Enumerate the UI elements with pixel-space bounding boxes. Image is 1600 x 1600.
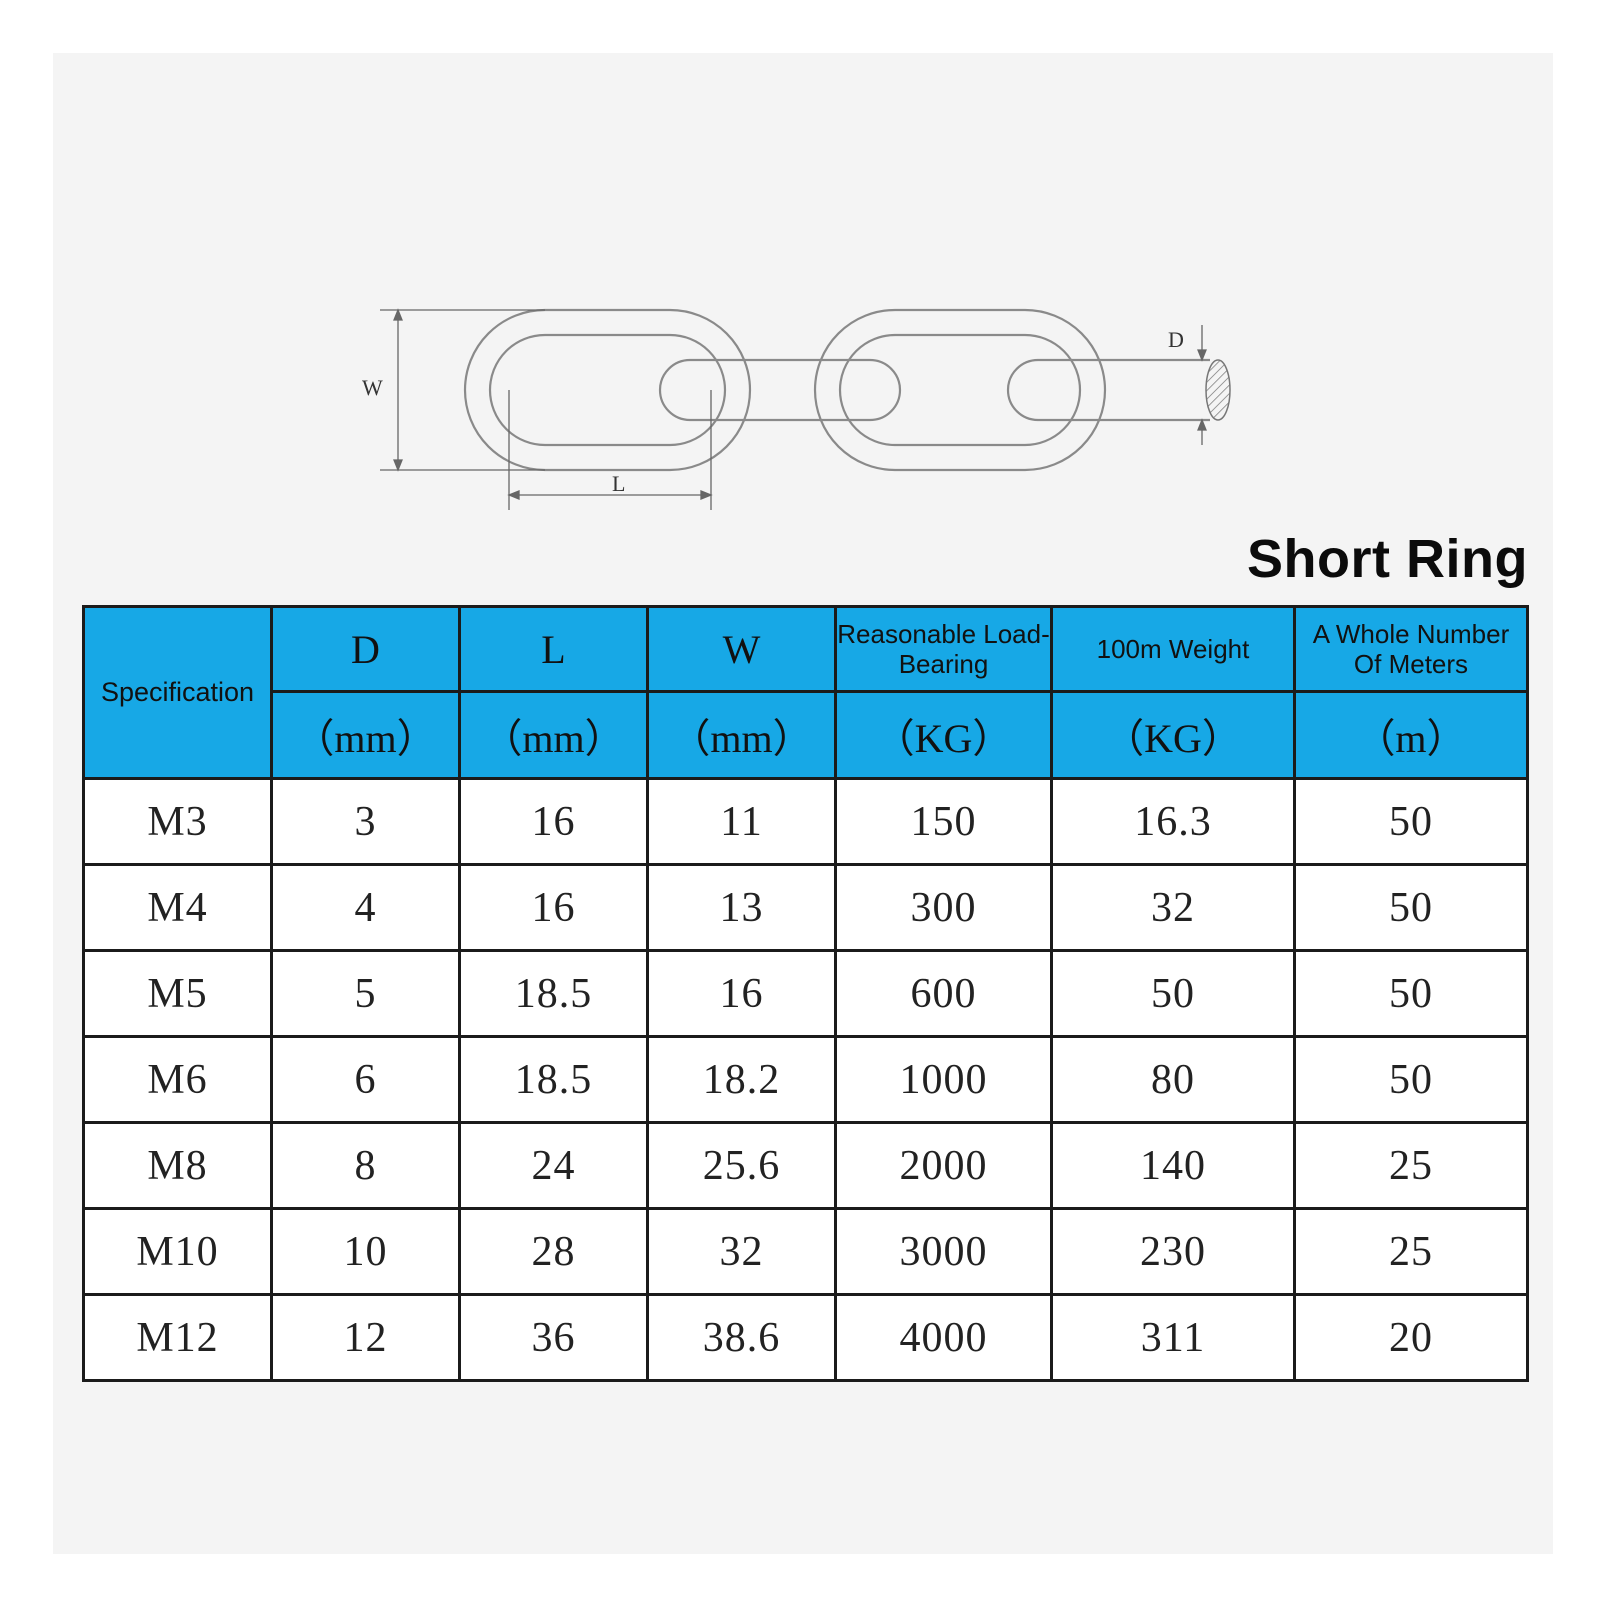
section-title: Short Ring — [1247, 529, 1528, 589]
header-whole-meters: A Whole Number Of Meters — [1293, 605, 1529, 693]
cell-100m-weight: 32 — [1050, 863, 1296, 952]
cell-w: 13 — [646, 863, 837, 952]
cell-d: 12 — [270, 1293, 461, 1382]
cell-whole-meters: 50 — [1293, 863, 1529, 952]
w-label: W — [362, 375, 383, 400]
cell-specification: M10 — [82, 1207, 273, 1296]
cell-w: 25.6 — [646, 1121, 837, 1210]
table-row: M6 6 18.5 18.2 1000 80 50 — [82, 1035, 1529, 1124]
w-dimension — [380, 308, 545, 472]
cell-l: 18.5 — [458, 949, 649, 1038]
cell-specification: M8 — [82, 1121, 273, 1210]
cell-l: 16 — [458, 863, 649, 952]
cell-100m-weight: 311 — [1050, 1293, 1296, 1382]
cell-l: 36 — [458, 1293, 649, 1382]
cell-d: 8 — [270, 1121, 461, 1210]
cell-whole-meters: 20 — [1293, 1293, 1529, 1382]
cell-w: 18.2 — [646, 1035, 837, 1124]
cell-100m-weight: 80 — [1050, 1035, 1296, 1124]
d-label: D — [1168, 327, 1184, 352]
header-specification: Specification — [82, 605, 273, 780]
cell-l: 24 — [458, 1121, 649, 1210]
table-row: M3 3 16 11 150 16.3 50 — [82, 777, 1529, 866]
l-dimension — [507, 390, 713, 510]
cell-load-bearing: 150 — [834, 777, 1053, 866]
cell-d: 10 — [270, 1207, 461, 1296]
cell-whole-meters: 50 — [1293, 949, 1529, 1038]
cell-100m-weight: 50 — [1050, 949, 1296, 1038]
cell-l: 28 — [458, 1207, 649, 1296]
table-row: M10 10 28 32 3000 230 25 — [82, 1207, 1529, 1296]
header-d: D — [270, 605, 461, 693]
chain-link-1 — [463, 308, 752, 472]
chain-link-4 — [1006, 358, 1210, 422]
cell-w: 11 — [646, 777, 837, 866]
cell-l: 16 — [458, 777, 649, 866]
header-row-units: （mm） （mm） （mm） （KG） （KG） （m） — [84, 690, 1529, 780]
header-100m-weight: 100m Weight — [1050, 605, 1296, 693]
cell-w: 38.6 — [646, 1293, 837, 1382]
cell-load-bearing: 600 — [834, 949, 1053, 1038]
cell-specification: M5 — [82, 949, 273, 1038]
cell-load-bearing: 3000 — [834, 1207, 1053, 1296]
table-row: M5 5 18.5 16 600 50 50 — [82, 949, 1529, 1038]
cell-w: 32 — [646, 1207, 837, 1296]
cell-whole-meters: 50 — [1293, 777, 1529, 866]
cell-whole-meters: 50 — [1293, 1035, 1529, 1124]
chain-diagram: W L D — [360, 295, 1280, 525]
cell-d: 3 — [270, 777, 461, 866]
cell-specification: M3 — [82, 777, 273, 866]
cell-whole-meters: 25 — [1293, 1207, 1529, 1296]
cell-whole-meters: 25 — [1293, 1121, 1529, 1210]
cell-load-bearing: 4000 — [834, 1293, 1053, 1382]
cell-specification: M4 — [82, 863, 273, 952]
unit-d: （mm） — [270, 690, 461, 780]
unit-l: （mm） — [458, 690, 649, 780]
header-w: W — [646, 605, 837, 693]
cell-w: 16 — [646, 949, 837, 1038]
d-dimension — [1197, 325, 1207, 445]
unit-100m-weight: （KG） — [1050, 690, 1296, 780]
unit-w: （mm） — [646, 690, 837, 780]
cell-load-bearing: 300 — [834, 863, 1053, 952]
cell-load-bearing: 2000 — [834, 1121, 1053, 1210]
cell-100m-weight: 140 — [1050, 1121, 1296, 1210]
unit-load-bearing: （KG） — [834, 690, 1053, 780]
header-l: L — [458, 605, 649, 693]
cell-specification: M6 — [82, 1035, 273, 1124]
table-row: M12 12 36 38.6 4000 311 20 — [82, 1293, 1529, 1382]
cell-d: 5 — [270, 949, 461, 1038]
cell-d: 4 — [270, 863, 461, 952]
spec-table: Specification D L W Reasonable Load-Bear… — [82, 605, 1529, 1382]
header-row-symbols: Specification D L W Reasonable Load-Bear… — [82, 605, 1529, 780]
table-row: M8 8 24 25.6 2000 140 25 — [82, 1121, 1529, 1210]
cell-100m-weight: 230 — [1050, 1207, 1296, 1296]
cell-d: 6 — [270, 1035, 461, 1124]
table-row: M4 4 16 13 300 32 50 — [82, 863, 1529, 952]
unit-whole-meters: （m） — [1293, 690, 1529, 780]
cell-load-bearing: 1000 — [834, 1035, 1053, 1124]
cell-l: 18.5 — [458, 1035, 649, 1124]
l-label: L — [612, 471, 625, 496]
chain-link-3 — [813, 308, 1107, 472]
cell-specification: M12 — [82, 1293, 273, 1382]
cross-section-hatch — [1205, 359, 1231, 421]
chain-link-2 — [658, 358, 902, 422]
header-load-bearing: Reasonable Load-Bearing — [834, 605, 1053, 693]
cell-100m-weight: 16.3 — [1050, 777, 1296, 866]
